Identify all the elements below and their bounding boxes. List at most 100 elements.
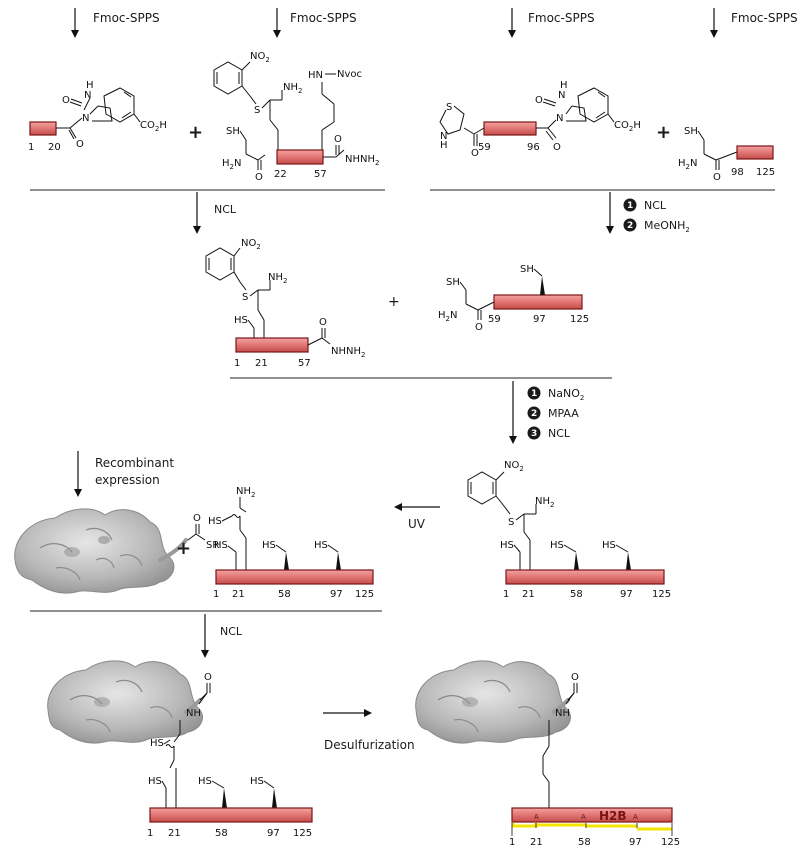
hs-text-9: HS (150, 738, 164, 749)
spps-arrow-2: Fmoc-SPPS (273, 8, 357, 38)
o-text-7: O (475, 322, 483, 333)
nano2-mpaa-ncl-arrow: 1 NaNO2 2 MPAA 3 NCL (509, 381, 584, 444)
spps-label-1: Fmoc-SPPS (93, 11, 160, 25)
svg-text:NO2: NO2 (241, 238, 261, 251)
res-num-97a: 97 (533, 314, 546, 325)
nh2-sub-4: 2 (550, 501, 554, 509)
h2n-sub-3: 2 (446, 315, 450, 323)
ncl-label-2: NCL (644, 199, 667, 212)
o-text-5: O (713, 172, 721, 183)
hs-text-5: HS (314, 540, 328, 551)
o-text-10: O (571, 672, 579, 683)
res-num-58c: 58 (215, 828, 228, 839)
o-text-3: O (471, 148, 479, 159)
thz-n: N (440, 131, 447, 142)
no2-text-2: NO (241, 238, 256, 249)
h2n-sub-2: 2 (686, 163, 690, 171)
res-num-58d: 58 (578, 837, 591, 848)
res-num-21d: 21 (168, 828, 181, 839)
meonh2-sub: 2 (685, 226, 689, 234)
res-num-59b: 59 (488, 314, 501, 325)
res-num-1f: 1 (509, 837, 515, 848)
nh2-sub-2: 2 (283, 277, 287, 285)
ncl-label-4: NCL (220, 625, 243, 638)
sh-text-4: SH (520, 264, 534, 275)
res-num-125f: 125 (661, 837, 680, 848)
hs-text-3: HS (214, 540, 228, 551)
nhnh2-text-2: NHNH (331, 346, 361, 357)
no2-text: NO (250, 51, 265, 62)
res-num-59a: 59 (478, 142, 491, 153)
svg-text:NH2: NH2 (268, 272, 287, 285)
ala-58: A (581, 813, 586, 821)
res-num-20: 20 (48, 142, 61, 153)
nbz2-n: N (556, 113, 563, 124)
nbz2-o: O (535, 95, 543, 106)
nhnh2-sub-2: 2 (361, 351, 365, 359)
meonh2-label: MeONH (644, 219, 685, 232)
svg-text:CO2H: CO2H (614, 120, 641, 133)
uv-label: UV (408, 517, 426, 531)
o-text-8: O (193, 513, 201, 524)
nitrobenzyl-ring-3 (467, 471, 497, 505)
no2-sub: 2 (265, 56, 269, 64)
spps-arrow-4: Fmoc-SPPS (710, 8, 798, 38)
fragment-98-125: SH H2N O 98 125 (678, 126, 775, 183)
res-num-21e: 21 (530, 837, 543, 848)
step-badge-1b (527, 386, 541, 400)
no2-text-3: NO (504, 460, 519, 471)
res-num-96: 96 (527, 142, 540, 153)
peptide-bar-59-96 (483, 121, 537, 136)
res-num-125d: 125 (652, 589, 671, 600)
co2h-end-2: H (633, 120, 641, 131)
spps-arrow-1: Fmoc-SPPS (71, 8, 160, 38)
hs-text-2: HS (208, 516, 222, 527)
thz-h: H (440, 140, 448, 151)
fragment-22-57: NO2 S NH2 HN Nvoc SH H2N O O (213, 51, 379, 183)
nh2-text-3: NH (236, 486, 251, 497)
spps-label-3: Fmoc-SPPS (528, 11, 595, 25)
uv-arrow: UV (394, 503, 440, 531)
fragment-59-96: S H N O O N O H N CO2H 59 96 (439, 80, 641, 159)
step-num-1a: 1 (627, 201, 633, 211)
step-num-2b: 2 (531, 409, 537, 419)
fragment-1-57: NO2 S NH2 HS O NHNH2 1 21 57 (205, 238, 365, 369)
res-num-97e: 97 (629, 837, 642, 848)
res-num-58a: 58 (278, 589, 291, 600)
svg-text:NH2: NH2 (283, 82, 302, 95)
res-num-1d: 1 (503, 589, 509, 600)
res-num-22: 22 (274, 169, 287, 180)
peptide-bar-1-125-free (215, 569, 374, 585)
ncl-meonh2-arrow: 1 NCL 2 MeONH2 (606, 192, 690, 234)
peptide-bar-final-sh (149, 807, 313, 823)
svg-text:NH2: NH2 (236, 486, 255, 499)
nitrobenzyl-ring (213, 61, 243, 95)
res-num-57: 57 (314, 169, 327, 180)
nh2-text-4: NH (535, 496, 550, 507)
res-num-21b: 21 (232, 589, 245, 600)
fragment-1-20: O N O H N CO2H 1 20 (28, 80, 167, 153)
peptide-bar-1-57 (235, 337, 309, 353)
mpaa-label: MPAA (548, 407, 579, 420)
nh2-text-1: NH (283, 82, 298, 93)
recombinant-label-1: Recombinant (95, 456, 174, 470)
recombinant-label-2: expression (95, 473, 160, 487)
hs-text-1: HS (234, 315, 248, 326)
co2h-text: CO (140, 120, 155, 131)
hs-text-4: HS (262, 540, 276, 551)
protein-blob-2 (47, 660, 203, 744)
step-badge-3b (527, 426, 541, 440)
h2n-text-1: H (222, 158, 230, 169)
res-num-1c: 1 (213, 589, 219, 600)
wedge-97-a (540, 276, 545, 295)
h2n-end-2: N (690, 158, 697, 169)
svg-text:NO2: NO2 (504, 460, 524, 473)
peptide-bar-h2b (511, 807, 673, 823)
h2n-text-3: H (438, 310, 446, 321)
nbz2-h: H (560, 80, 568, 91)
nvoc-text: Nvoc (337, 69, 362, 80)
peptide-bar-22-57 (276, 149, 324, 165)
spps-label-4: Fmoc-SPPS (731, 11, 798, 25)
spps-arrow-3: Fmoc-SPPS (508, 8, 595, 38)
res-num-125c: 125 (355, 589, 374, 600)
